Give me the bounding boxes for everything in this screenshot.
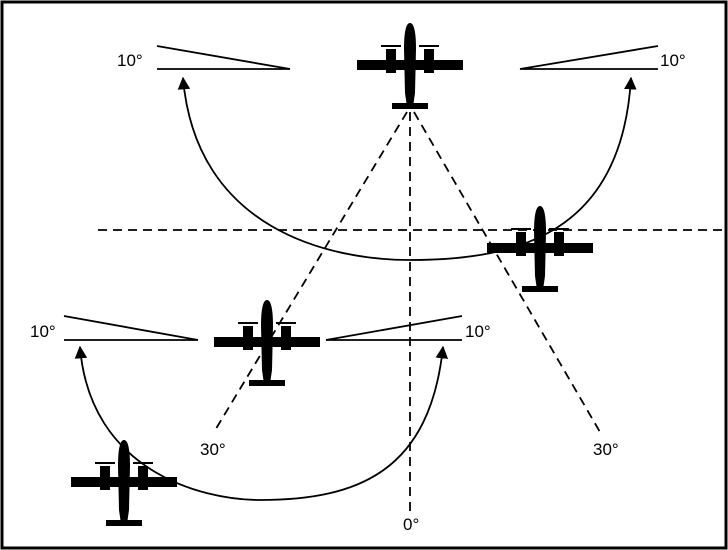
top-right-angle-label: 10°: [660, 51, 686, 70]
top-aircraft-icon: [357, 23, 463, 109]
mid-right-angle-label: 10°: [465, 322, 491, 341]
left-30-degree-ray: [213, 111, 408, 433]
left-ray-angle-label: 30°: [200, 440, 226, 459]
mid-left-angle-label: 10°: [30, 322, 56, 341]
lower-scan-arc-arrow: [74, 345, 449, 501]
top-left-10-degree-wedge: [156, 45, 291, 70]
mid-left-10-degree-wedge: [63, 315, 199, 341]
lower-left-aircraft-icon: [71, 440, 177, 526]
right-conflict-aircraft-icon: [487, 206, 593, 292]
middle-aircraft-icon: [214, 300, 320, 386]
mid-right-10-degree-wedge: [325, 315, 463, 341]
right-30-degree-ray: [413, 111, 601, 433]
right-ray-angle-label: 30°: [593, 440, 619, 459]
top-left-angle-label: 10°: [117, 51, 143, 70]
center-axis-angle-label: 0°: [403, 515, 419, 534]
top-scan-arc-arrow: [177, 76, 637, 261]
top-right-10-degree-wedge: [519, 45, 659, 70]
